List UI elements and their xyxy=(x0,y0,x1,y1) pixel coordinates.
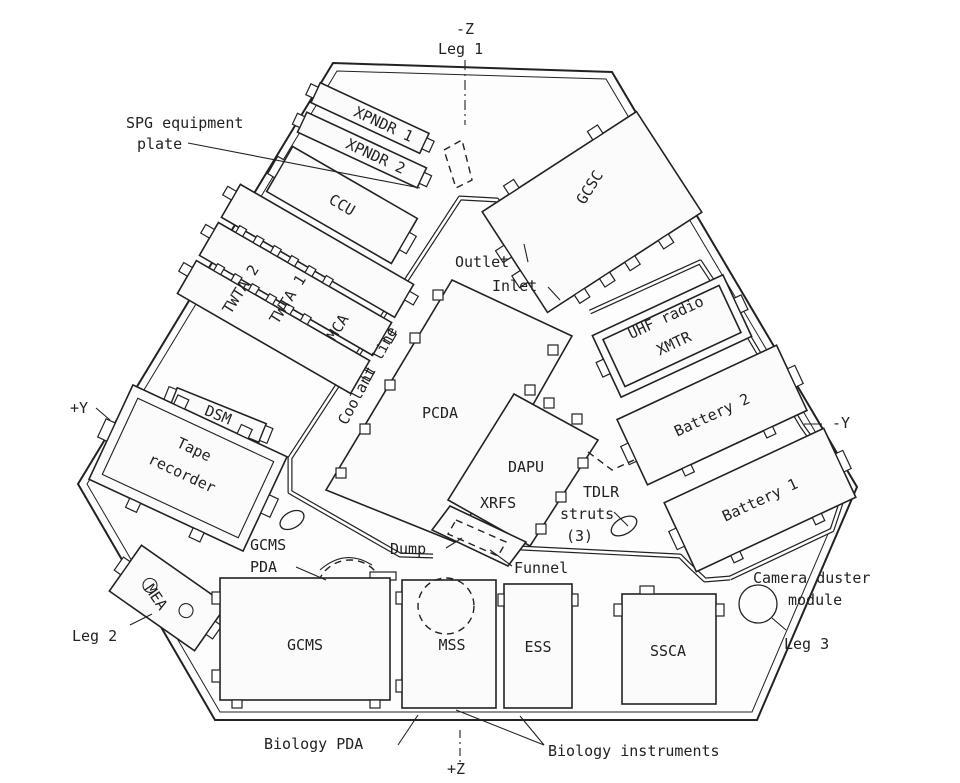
camera-duster-label-line2: module xyxy=(788,591,842,609)
mss-label: MSS xyxy=(438,636,465,654)
plate-inner-rim xyxy=(86,70,849,713)
axis-neg-z-label: -Z xyxy=(456,20,474,38)
twta-stack-connectors xyxy=(177,185,420,382)
spg-plate-label-line2: plate xyxy=(137,135,182,153)
gcms-pda-label-line2: PDA xyxy=(250,558,277,576)
tdlr-label-line1: TDLR xyxy=(583,483,620,501)
ssca-unit: SSCA xyxy=(613,585,725,705)
xrfs-label: XRFS xyxy=(480,494,516,512)
mea-unit xyxy=(108,544,228,652)
ess-label: ESS xyxy=(524,638,551,656)
leg-3-label: Leg 3 xyxy=(784,635,829,653)
dapu-label: DAPU xyxy=(508,458,544,476)
leg-2-label: Leg 2 xyxy=(72,627,117,645)
outlet-label: Outlet xyxy=(455,253,509,271)
gcms-unit: GCMS xyxy=(211,577,391,709)
spg-plate-label-line1: SPG equipment xyxy=(126,114,243,132)
ssca-label: SSCA xyxy=(650,642,686,660)
dapu-unit: DAPU xyxy=(446,392,600,548)
tdlr-strut-mount xyxy=(610,515,638,537)
biology-pda-outline xyxy=(417,577,475,635)
camera-duster-label-line1: Camera duster xyxy=(753,569,870,587)
tdlr-strut xyxy=(587,451,635,471)
axis-pos-z-label: +Z xyxy=(447,760,465,778)
xrfs-unit xyxy=(430,504,528,568)
small-bracket xyxy=(279,509,305,531)
pcda-label: PCDA xyxy=(422,404,458,422)
callout-lines xyxy=(95,142,822,746)
dump-label: Dump xyxy=(390,540,426,558)
funnel-label: Funnel xyxy=(514,559,568,577)
axis-pos-y-label: +Y xyxy=(70,399,88,417)
camera-duster-module xyxy=(738,584,778,624)
battery-2-unit: Battery 2 xyxy=(615,344,809,486)
tape-recorder-unit xyxy=(87,383,289,553)
gcms-label: GCMS xyxy=(287,636,323,654)
axis-neg-y-label: -Y xyxy=(832,414,850,432)
gcms-pda-mount xyxy=(319,557,373,571)
tdlr-label-line2: struts xyxy=(560,505,614,523)
leg-1-label: Leg 1 xyxy=(438,40,483,58)
ess-unit: ESS xyxy=(497,583,579,709)
leg1-bracket xyxy=(443,138,473,189)
gcms-pda-label-line1: GCMS xyxy=(250,536,286,554)
battery-1-unit: Battery 1 xyxy=(663,427,857,573)
tdlr-label-line3: (3) xyxy=(566,527,593,545)
mss-unit: MSS xyxy=(395,577,497,709)
inlet-label: Inlet xyxy=(492,277,537,295)
uhf-radio-xmtr-unit xyxy=(591,273,753,399)
twta-mca-stack xyxy=(176,183,420,395)
ccu-unit: CCU xyxy=(265,145,419,265)
gcsc-unit xyxy=(481,110,703,314)
coolant-line-pipe xyxy=(287,195,849,583)
biology-pda-label: Biology PDA xyxy=(264,735,363,753)
biology-instruments-label: Biology instruments xyxy=(548,742,720,760)
